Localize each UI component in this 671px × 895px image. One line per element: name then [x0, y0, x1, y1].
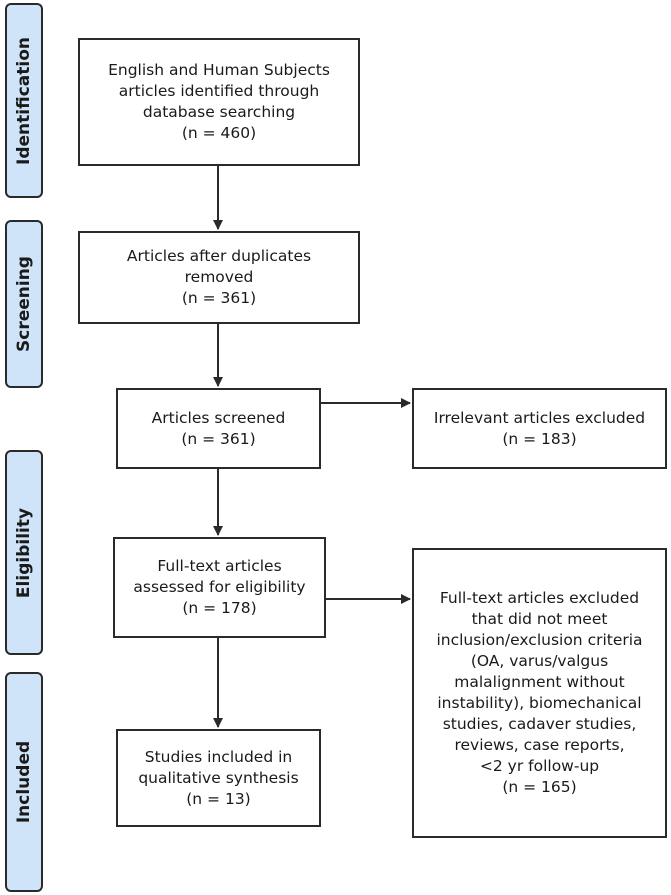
phase-identification: Identification: [5, 3, 43, 198]
box-irrelevant-excluded: Irrelevant articles excluded (n = 183): [412, 388, 667, 469]
phase-screening: Screening: [5, 220, 43, 388]
box-after-duplicates-text: Articles after duplicates removed (n = 3…: [126, 247, 312, 307]
box-fulltext-assessed-text: Full-text articles assessed for eligibil…: [133, 557, 306, 617]
phase-included: Included: [5, 672, 43, 892]
phase-eligibility: Eligibility: [5, 450, 43, 655]
box-screened-text: Articles screened (n = 361): [151, 408, 286, 448]
box-identified-text: English and Human Subjects articles iden…: [108, 61, 330, 142]
box-screened: Articles screened (n = 361): [116, 388, 321, 469]
box-after-duplicates: Articles after duplicates removed (n = 3…: [78, 231, 360, 324]
box-fulltext-excluded-text: Full-text articles excluded that did not…: [436, 589, 643, 796]
box-included-studies: Studies included in qualitative synthesi…: [116, 729, 321, 827]
box-irrelevant-excluded-text: Irrelevant articles excluded (n = 183): [433, 408, 646, 448]
box-identified: English and Human Subjects articles iden…: [78, 38, 360, 166]
box-fulltext-excluded: Full-text articles excluded that did not…: [412, 548, 667, 838]
box-included-studies-text: Studies included in qualitative synthesi…: [138, 747, 299, 808]
box-fulltext-assessed: Full-text articles assessed for eligibil…: [113, 537, 326, 638]
